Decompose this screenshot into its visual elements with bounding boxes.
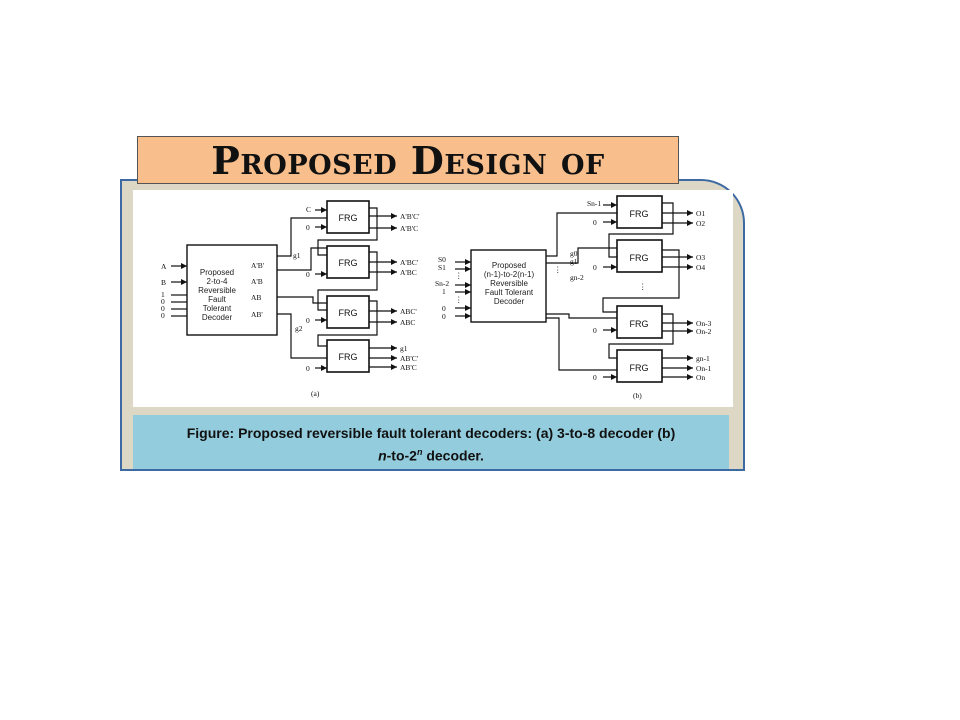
b-input-sn2: Sn-2 <box>435 279 449 288</box>
slide-title-box: Proposed Design of Decoder <box>137 136 679 230</box>
a-box-line-3: Reversible <box>198 286 236 295</box>
a-caption-label: (a) <box>311 389 320 398</box>
b-box-line-1: Proposed <box>492 261 526 270</box>
b-out-2: O2 <box>696 219 705 228</box>
b-box-out-gn2: gn-2 <box>570 273 584 282</box>
diagram-b <box>455 195 693 383</box>
a-box-line-2: 2-to-4 <box>207 277 228 286</box>
b-gate-in-0c: 0 <box>593 326 597 335</box>
b-gate-in-0a: 0 <box>593 218 597 227</box>
b-out-3: O3 <box>696 253 705 262</box>
a-box-line-6: Decoder <box>202 313 233 322</box>
a-gate-in-0b: 0 <box>306 270 310 279</box>
caption-sup: n <box>416 447 423 457</box>
a-input-0a: 0 <box>161 297 165 306</box>
b-input-0a: 0 <box>442 304 446 313</box>
b-frg-2: FRG <box>630 253 649 263</box>
b-out-1: O1 <box>696 209 705 218</box>
a-input-0c: 0 <box>161 311 165 320</box>
a-box-out-3: AB <box>251 293 261 302</box>
decoder-diagram: A B 1 0 0 0 Proposed 2-to-4 Reversible F… <box>133 190 733 407</box>
b-gate-in-0b: 0 <box>593 263 597 272</box>
decoder-diagram-svg: A B 1 0 0 0 Proposed 2-to-4 Reversible F… <box>161 195 712 400</box>
diagram-a <box>171 200 397 373</box>
a-out-3: A'BC' <box>400 258 419 267</box>
b-frg-3: FRG <box>630 319 649 329</box>
a-box-out-1: A'B' <box>251 261 265 270</box>
b-caption-label: (b) <box>633 391 642 400</box>
b-out-6: On-2 <box>696 327 712 336</box>
figure-caption: Figure: Proposed reversible fault tolera… <box>133 415 729 469</box>
b-out-5: On-3 <box>696 319 712 328</box>
b-box-line-2: (n-1)-to-2(n-1) <box>484 270 535 279</box>
a-box-out-2: A'B <box>251 277 263 286</box>
a-out-9: AB'C <box>400 363 417 372</box>
a-gate-in-g1: g1 <box>293 251 301 260</box>
b-gate-in-0d: 0 <box>593 373 597 382</box>
a-frg-3: FRG <box>339 308 358 318</box>
a-box-out-4: AB' <box>251 310 263 319</box>
a-gate-in-0c: 0 <box>306 316 310 325</box>
a-input-1: 1 <box>161 290 165 299</box>
b-out-4: O4 <box>696 263 705 272</box>
a-box-line-4: Fault <box>208 295 227 304</box>
b-gate-in-sn1: Sn-1 <box>587 199 601 208</box>
b-box-out-g0: g0 <box>570 249 578 258</box>
a-out-1: A'B'C' <box>400 212 420 221</box>
b-middle-vdots: ⋮ <box>639 282 647 291</box>
a-out-4: A'BC <box>400 268 417 277</box>
b-frg-1: FRG <box>630 209 649 219</box>
a-input-A: A <box>161 262 167 271</box>
a-out-6: ABC <box>400 318 415 327</box>
a-input-B: B <box>161 278 166 287</box>
a-frg-4: FRG <box>339 352 358 362</box>
caption-to2: -to-2 <box>386 447 417 464</box>
b-out-7: gn-1 <box>696 354 710 363</box>
b-box-line-3: Reversible <box>490 279 528 288</box>
a-gate-in-g2: g2 <box>295 324 303 333</box>
b-input-s1: S1 <box>438 263 446 272</box>
caption-line-2: n-to-2n decoder. <box>133 443 729 466</box>
b-box-line-4: Fault Tolerant <box>485 288 534 297</box>
a-out-2: A'B'C <box>400 224 418 233</box>
b-box-line-5: Decoder <box>494 297 525 306</box>
b-box-out-g1: g1 <box>570 257 578 266</box>
b-out-8: On-1 <box>696 364 712 373</box>
b-input-vdots-1: ⋮ <box>455 271 463 280</box>
caption-n-var: n <box>378 447 387 464</box>
a-gate-in-0a: 0 <box>306 223 310 232</box>
caption-tail: decoder. <box>422 447 484 464</box>
b-input-1: 1 <box>442 287 446 296</box>
a-gate-in-0d: 0 <box>306 364 310 373</box>
b-input-vdots-2: ⋮ <box>455 295 463 304</box>
a-box-line-5: Tolerant <box>203 304 232 313</box>
a-box-line-1: Proposed <box>200 268 234 277</box>
b-out-9: On <box>696 373 705 382</box>
b-frg-4: FRG <box>630 363 649 373</box>
a-out-5: ABC' <box>400 307 417 316</box>
a-frg-1: FRG <box>339 213 358 223</box>
a-out-7: g1 <box>400 344 408 353</box>
b-input-0b: 0 <box>442 312 446 321</box>
a-input-0b: 0 <box>161 304 165 313</box>
a-frg-2: FRG <box>339 258 358 268</box>
caption-line-1: Figure: Proposed reversible fault tolera… <box>186 425 676 441</box>
b-box-out-vdots: ⋮ <box>554 265 562 274</box>
a-out-8: AB'C' <box>400 354 419 363</box>
a-gate-in-C: C <box>306 205 311 214</box>
b-input-s0: S0 <box>438 255 446 264</box>
